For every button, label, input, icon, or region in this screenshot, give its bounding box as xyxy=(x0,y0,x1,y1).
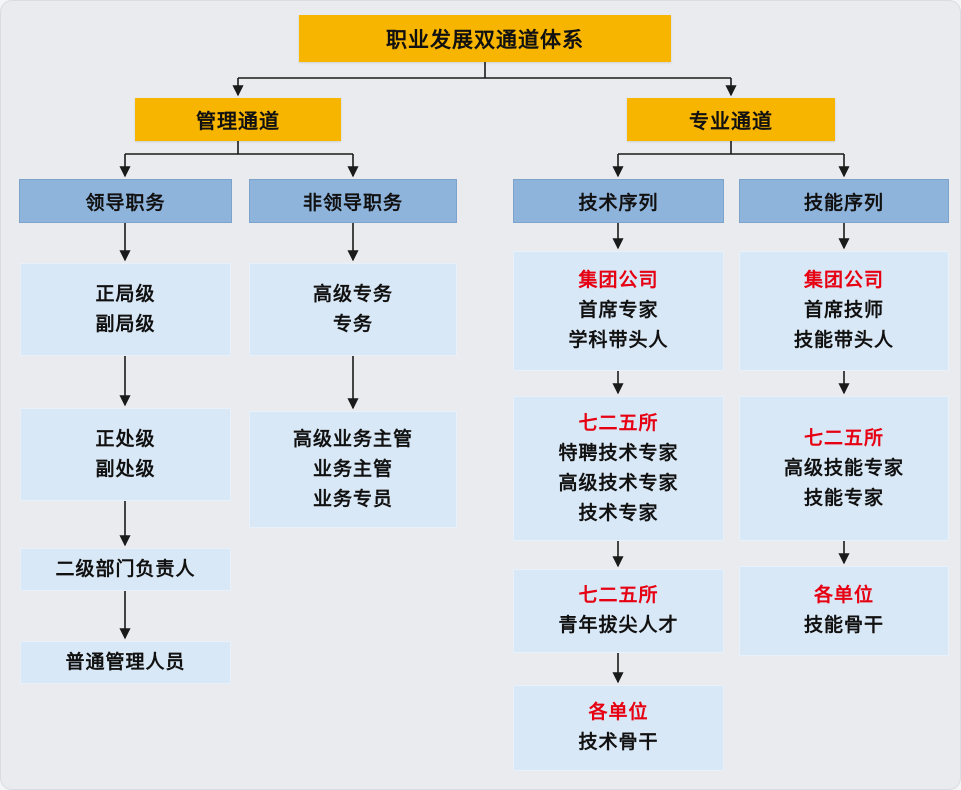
node-text-line: 正处级 xyxy=(95,428,156,450)
header-leadership-positions: 领导职务 xyxy=(19,179,232,223)
professional-channel-box: 专业通道 xyxy=(627,98,835,141)
node-general-management-staff: 普通管理人员 xyxy=(20,641,231,684)
node-text-line: 技能带头人 xyxy=(793,330,894,351)
node-group-chief-expert: 集团公司 首席专家 学科带头人 xyxy=(513,251,724,371)
node-org-line: 集团公司 xyxy=(578,270,659,291)
header-label: 非领导职务 xyxy=(302,192,403,214)
header-label: 技能序列 xyxy=(803,192,884,214)
title-box: 职业发展双通道体系 xyxy=(299,15,671,62)
node-text-line: 副局级 xyxy=(95,313,156,335)
node-text-line: 首席专家 xyxy=(578,300,659,321)
node-text-line: 高级业务主管 xyxy=(292,428,413,450)
node-institute-young-talent: 七二五所 青年拔尖人才 xyxy=(513,569,724,653)
node-text-line: 副处级 xyxy=(95,458,156,480)
node-text-line: 技术专家 xyxy=(578,502,659,524)
node-text-line: 二级部门负责人 xyxy=(55,558,196,580)
node-text-line: 正局级 xyxy=(95,283,156,305)
professional-channel-label: 专业通道 xyxy=(689,111,773,133)
node-institute-technical-experts: 七二五所 特聘技术专家 高级技术专家 技术专家 xyxy=(513,396,724,541)
management-channel-label: 管理通道 xyxy=(196,111,280,133)
node-text-line: 学科带头人 xyxy=(568,330,669,351)
node-text-line: 技能专家 xyxy=(803,487,884,509)
node-group-chief-technician: 集团公司 首席技师 技能带头人 xyxy=(739,251,949,371)
node-secondary-dept-head: 二级部门负责人 xyxy=(20,548,231,591)
node-text-line: 青年拔尖人才 xyxy=(558,615,679,636)
node-unit-skill-backbone: 各单位 技能骨干 xyxy=(739,566,949,656)
node-bureau-level: 正局级 副局级 xyxy=(20,263,231,356)
header-skill-sequence: 技能序列 xyxy=(739,179,949,223)
management-channel-box: 管理通道 xyxy=(135,98,341,141)
node-text-line: 特聘技术专家 xyxy=(558,442,679,464)
node-text-line: 首席技师 xyxy=(803,300,884,321)
node-text-line: 技术骨干 xyxy=(578,732,659,753)
node-org-line: 各单位 xyxy=(588,702,649,723)
node-text-line: 高级专务 xyxy=(312,283,393,305)
node-text-line: 专务 xyxy=(332,313,373,335)
node-senior-commissioner: 高级专务 专务 xyxy=(249,263,457,356)
node-text-line: 高级技能专家 xyxy=(783,457,904,479)
node-org-line: 七二五所 xyxy=(578,585,659,606)
node-text-line: 高级技术专家 xyxy=(558,472,679,494)
node-division-level: 正处级 副处级 xyxy=(20,408,231,501)
header-label: 领导职务 xyxy=(85,192,166,214)
chart-title: 职业发展双通道体系 xyxy=(386,28,584,52)
node-unit-technical-backbone: 各单位 技术骨干 xyxy=(513,685,724,771)
header-non-leadership-positions: 非领导职务 xyxy=(249,179,457,223)
header-technical-sequence: 技术序列 xyxy=(513,179,724,223)
node-org-line: 七二五所 xyxy=(803,427,884,449)
node-text-line: 普通管理人员 xyxy=(65,651,186,673)
node-institute-skill-experts: 七二五所 高级技能专家 技能专家 xyxy=(739,396,949,541)
node-org-line: 七二五所 xyxy=(578,412,659,434)
node-business-supervisor-levels: 高级业务主管 业务主管 业务专员 xyxy=(249,411,457,528)
header-label: 技术序列 xyxy=(578,192,659,214)
node-org-line: 集团公司 xyxy=(803,270,884,291)
node-org-line: 各单位 xyxy=(813,585,874,606)
node-text-line: 业务专员 xyxy=(312,488,393,510)
node-text-line: 业务主管 xyxy=(312,458,393,480)
node-text-line: 技能骨干 xyxy=(803,615,884,636)
